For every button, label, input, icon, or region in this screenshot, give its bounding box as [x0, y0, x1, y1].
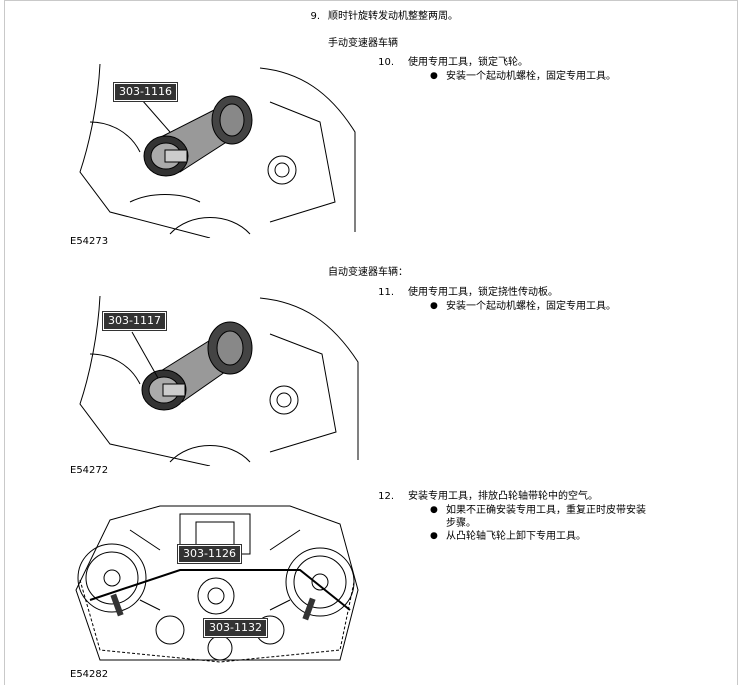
- step-12-text: 安装专用工具，排放凸轮轴带轮中的空气。: [408, 491, 598, 502]
- manual-transmission-heading: 手动变速器车辆: [328, 38, 398, 49]
- step-11-bullet-glyph: ●: [430, 301, 438, 311]
- step-9-text: 顺时针旋转发动机整整两周。: [328, 11, 458, 22]
- figure-flexplate-lock: [70, 294, 362, 466]
- figure-1-code: E54273: [70, 236, 109, 247]
- page-border-right: [737, 0, 738, 685]
- step-11-text: 使用专用工具，锁定挠性传动板。: [408, 287, 558, 298]
- flexplate-lock-drawing: [79, 295, 359, 466]
- step-12-bullet-1-line-1: 如果不正确安装专用工具，重复正时皮带安装: [446, 505, 646, 516]
- step-12-bullet-1-glyph: ●: [430, 505, 438, 515]
- figure-3-callout-2: 303-1132: [203, 618, 268, 638]
- step-10-text: 使用专用工具，锁定飞轮。: [408, 57, 528, 68]
- figure-1-callout: 303-1116: [113, 82, 178, 102]
- page-border-left: [4, 0, 5, 685]
- figure-2-code: E54272: [70, 465, 109, 476]
- step-12-bullet-2-glyph: ●: [430, 531, 438, 541]
- engine-timing-drawing: [75, 505, 359, 663]
- page-border-top: [4, 0, 738, 1]
- automatic-transmission-heading: 自动变速器车辆：: [328, 267, 408, 278]
- step-9-number: 9.: [310, 11, 320, 22]
- figure-flywheel-lock: [70, 62, 360, 238]
- step-10-number: 10.: [378, 57, 394, 68]
- step-12-bullet-2-text: 从凸轮轴飞轮上卸下专用工具。: [446, 531, 586, 542]
- step-10-bullet-glyph: ●: [430, 71, 438, 81]
- figure-2-callout: 303-1117: [102, 311, 167, 331]
- figure-engine-timing: [70, 500, 362, 668]
- step-10-bullet-text: 安装一个起动机螺栓，固定专用工具。: [446, 71, 616, 82]
- flywheel-lock-drawing: [79, 63, 356, 238]
- step-12-bullet-1-line-2: 步骤。: [446, 518, 476, 529]
- step-11-bullet-text: 安装一个起动机螺栓，固定专用工具。: [446, 301, 616, 312]
- figure-3-code: E54282: [70, 669, 109, 680]
- figure-3-callout-1: 303-1126: [177, 544, 242, 564]
- step-11-number: 11.: [378, 287, 394, 298]
- step-12-number: 12.: [378, 491, 394, 502]
